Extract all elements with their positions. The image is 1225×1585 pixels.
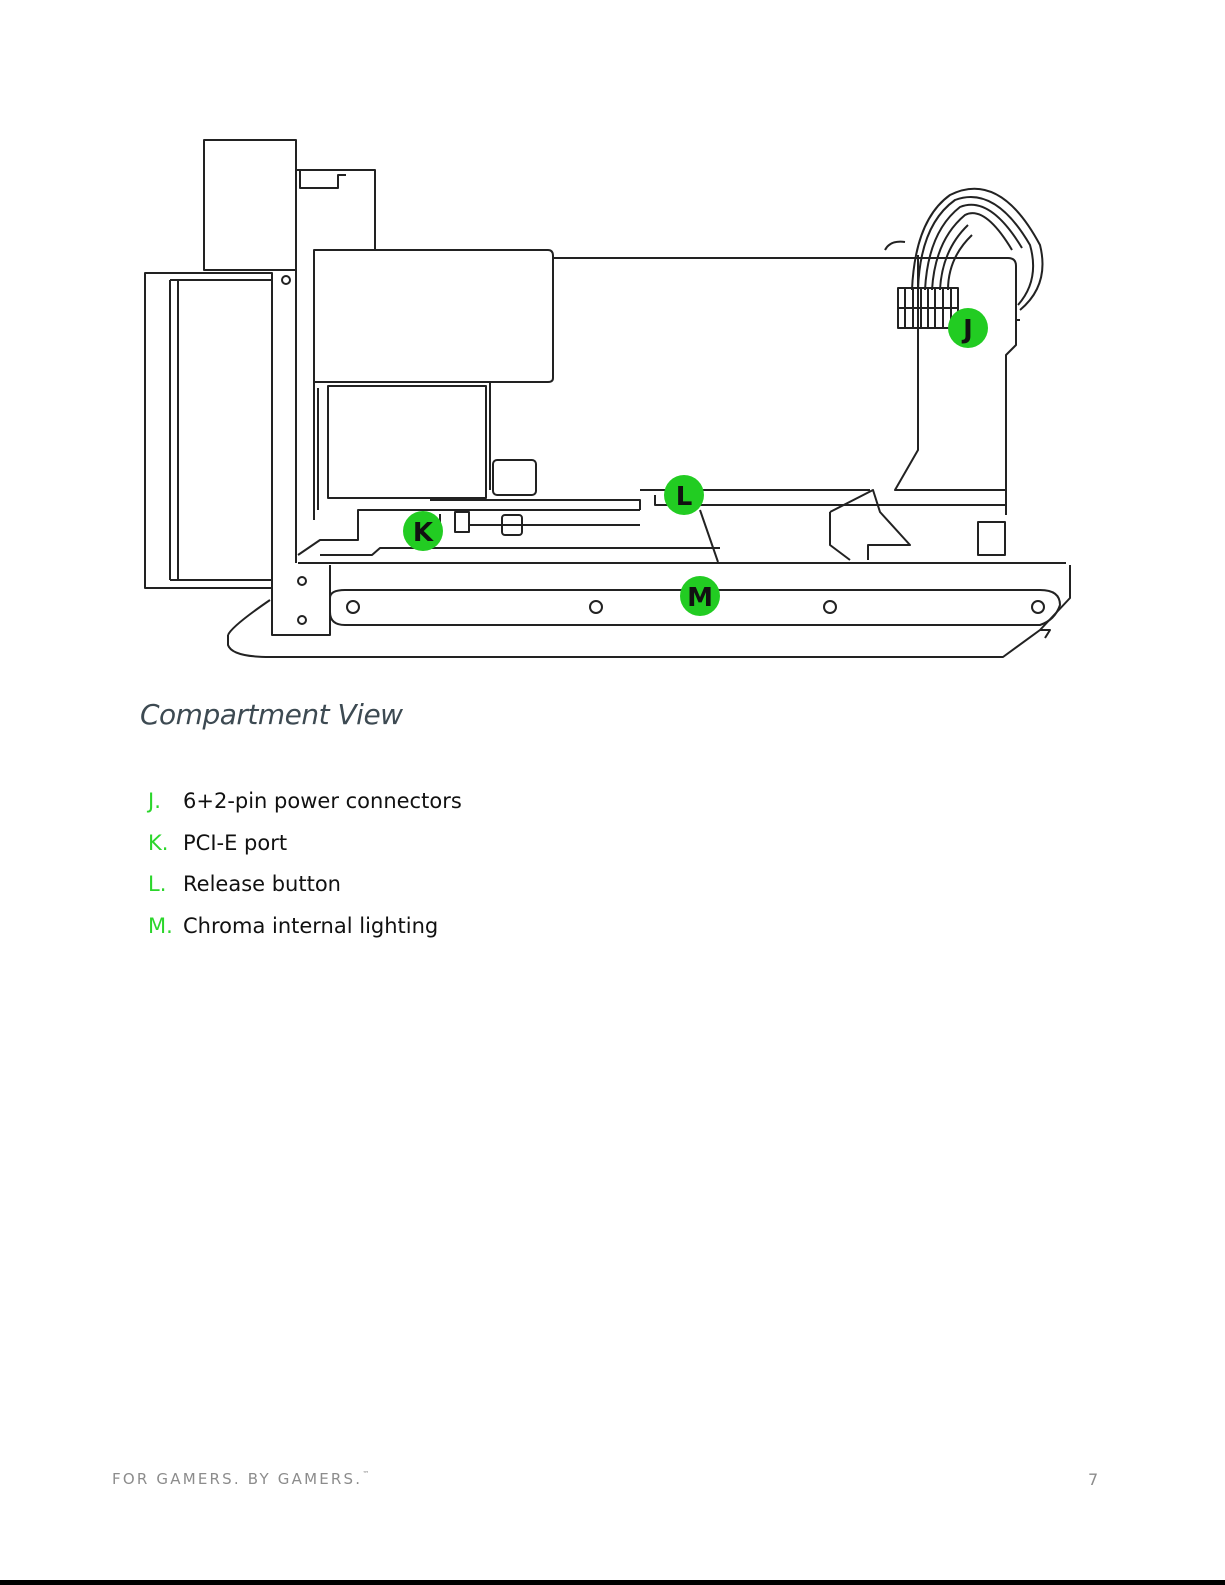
frame-vertical [272,270,296,563]
trademark-symbol: ™ [362,1470,369,1478]
legend-text: 6+2-pin power connectors [183,784,462,818]
gpu-shroud [314,250,553,382]
pci-bracket-top [204,140,296,270]
legend-letter: K. [148,826,183,860]
callout-m: M [680,576,720,616]
page-number: 7 [1088,1470,1098,1489]
section-title: Compartment View [140,698,403,731]
legend-item-l: L. Release button [148,867,462,909]
callout-j: J [948,308,988,348]
legend-letter: M. [148,909,183,943]
callout-l: L [664,475,704,515]
svg-text:J: J [961,315,973,345]
footer-tagline: FOR GAMERS. BY GAMERS.™ [112,1470,369,1488]
svg-text:L: L [676,482,693,512]
legend-text: Release button [183,867,341,901]
legend-list: J. 6+2-pin power connectors K. PCI-E por… [148,784,462,950]
front-plate [145,273,272,588]
compartment-diagram: J K L M [0,0,1225,700]
legend-item-k: K. PCI-E port [148,826,462,868]
svg-text:K: K [413,518,434,548]
legend-letter: J. [148,784,183,818]
legend-letter: L. [148,867,183,901]
legend-item-m: M. Chroma internal lighting [148,909,462,951]
svg-text:M: M [687,583,713,613]
legend-text: Chroma internal lighting [183,909,438,943]
footer-tagline-text: FOR GAMERS. BY GAMERS. [112,1470,362,1488]
bottom-rule [0,1580,1225,1585]
legend-text: PCI-E port [183,826,287,860]
legend-item-j: J. 6+2-pin power connectors [148,784,462,826]
base-tray [228,565,1070,657]
callout-k: K [403,511,443,551]
